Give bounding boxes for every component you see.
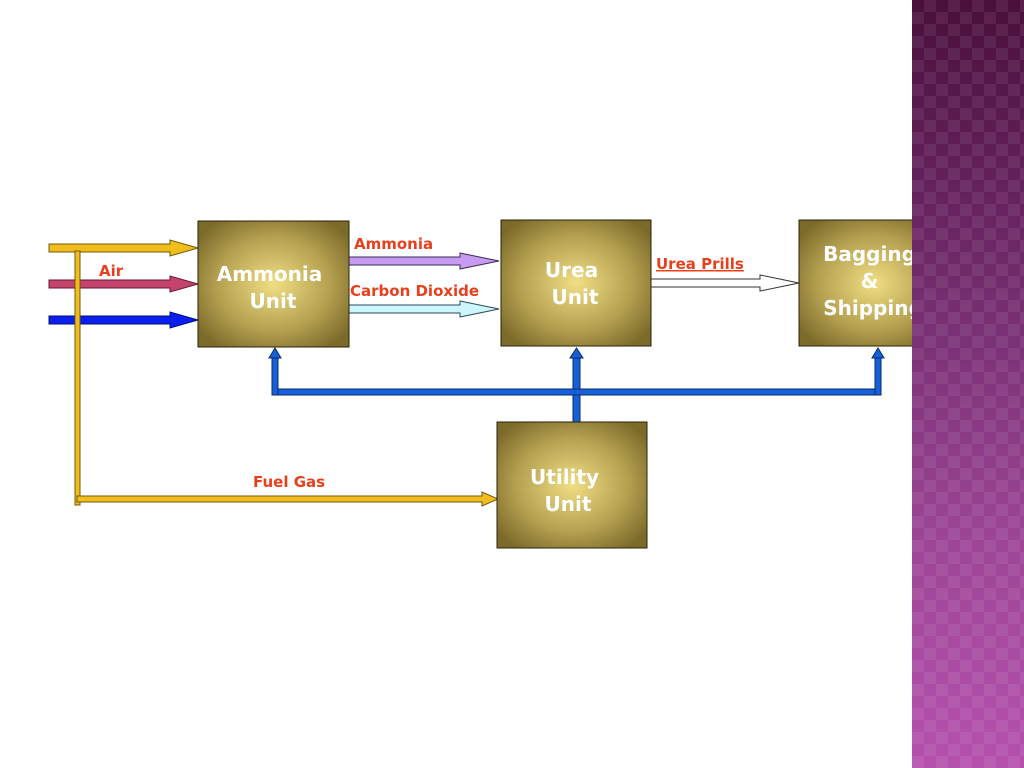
air-label: Air (99, 262, 124, 280)
ammonia-flow-arrow (348, 252, 500, 270)
urea-prills-flow-arrow (650, 274, 800, 292)
bagging-shipping-box: Bagging & Shipping (798, 219, 912, 347)
urea-prills-label: Urea Prills (656, 255, 744, 273)
utility-distribution-lines (268, 347, 885, 423)
fuel-gas-line (74, 250, 500, 507)
feed-arrow-yellow (48, 239, 200, 257)
ammonia-unit-line-1: Ammonia (217, 262, 323, 286)
utility-unit-box: Utility Unit (496, 421, 648, 549)
bagging-shipping-label: Bagging & Shipping (823, 242, 912, 320)
ammonia-unit-box: Ammonia Unit (197, 220, 350, 348)
feed-arrow-air (48, 275, 200, 293)
bagging-line-3: Shipping (823, 296, 912, 320)
fuel-gas-label: Fuel Gas (253, 473, 325, 491)
utility-unit-label: Utility Unit (530, 465, 606, 516)
urea-unit-line-1: Urea (545, 258, 598, 282)
urea-unit-box: Urea Unit (500, 219, 652, 347)
ammonia-unit-label: Ammonia Unit (217, 262, 329, 313)
process-flow-diagram: Ammonia Unit Urea Unit Bagging & Shippin… (48, 219, 912, 549)
carbon-dioxide-flow-arrow (348, 300, 500, 318)
urea-unit-label: Urea Unit (545, 258, 605, 309)
utility-unit-line-2: Unit (545, 492, 592, 516)
side-decoration-band (912, 0, 1024, 768)
ammonia-unit-line-2: Unit (250, 289, 297, 313)
ammonia-flow-label: Ammonia (354, 235, 433, 253)
carbon-dioxide-label: Carbon Dioxide (350, 282, 479, 300)
feed-arrow-blue (48, 311, 200, 329)
urea-unit-line-2: Unit (552, 285, 599, 309)
bagging-line-1: Bagging (823, 242, 912, 266)
bagging-line-2: & (861, 269, 878, 293)
utility-unit-line-1: Utility (530, 465, 599, 489)
